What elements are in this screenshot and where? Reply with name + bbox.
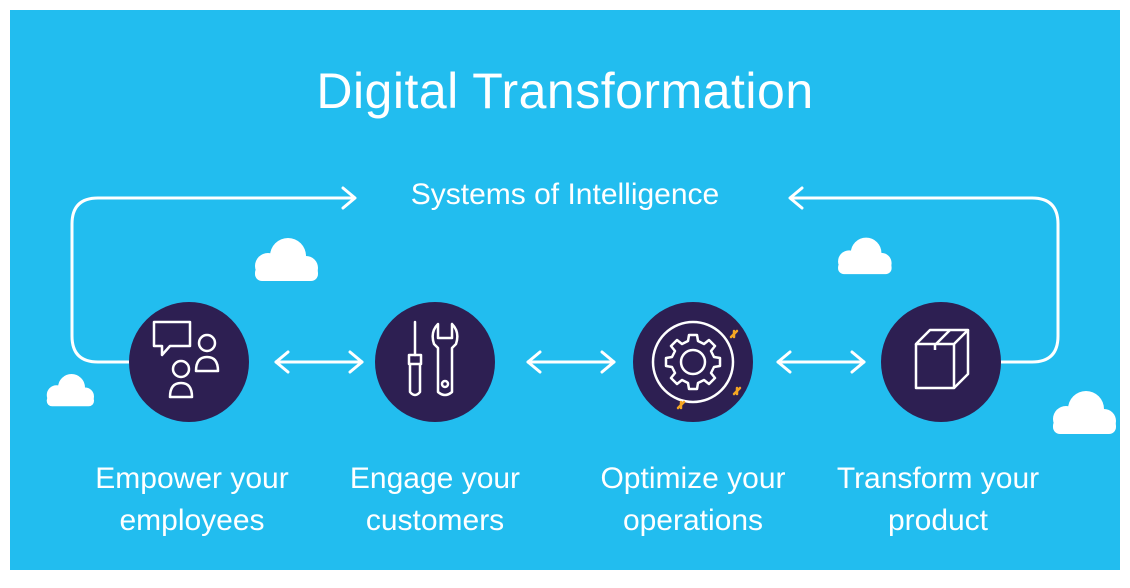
step-label-line: Empower your [95,462,289,495]
step-label-line: operations [622,504,764,537]
double-arrow-icon [776,350,866,374]
step-label-line: product [887,504,989,537]
step-label-transform: Transform your product [818,458,1058,542]
engage-customers-circle [375,302,495,422]
loop-line-left [70,196,355,364]
diagram-graphics [46,186,1116,434]
step-label-engage: Engage your customers [315,458,555,542]
step-label-optimize: Optimize your operations [573,458,813,542]
cloud-icon [1053,391,1116,434]
step-label-empower: Empower your employees [72,458,312,542]
step-label-line: Engage your [349,462,521,495]
empower-employees-circle [129,302,249,422]
people-chat-icon [152,320,220,399]
transform-product-circle [881,302,1001,422]
double-arrow-icon [526,350,616,374]
box-icon [914,328,970,390]
cloud-icon [255,238,318,281]
arrow-head-left-icon [788,186,804,210]
step-label-line: Transform your [836,462,1040,495]
accent-marks [676,329,742,410]
step-label-line: customers [365,504,505,537]
double-arrow-icon [274,350,364,374]
gear-icon [651,320,735,404]
systems-of-intelligence-label: Systems of Intelligence [410,178,720,211]
cloud-icon [838,237,892,275]
step-label-line: employees [119,504,265,537]
tools-icon [407,320,459,397]
optimize-operations-circle [633,302,753,422]
loop-line-right [790,196,1060,364]
step-label-line: Optimize your [600,462,786,495]
arrow-head-right-icon [341,186,357,210]
diagram-canvas: Digital Transformation Systems of Intell… [10,10,1120,570]
cloud-icon [46,374,94,407]
page-title: Digital Transformation [316,63,814,119]
